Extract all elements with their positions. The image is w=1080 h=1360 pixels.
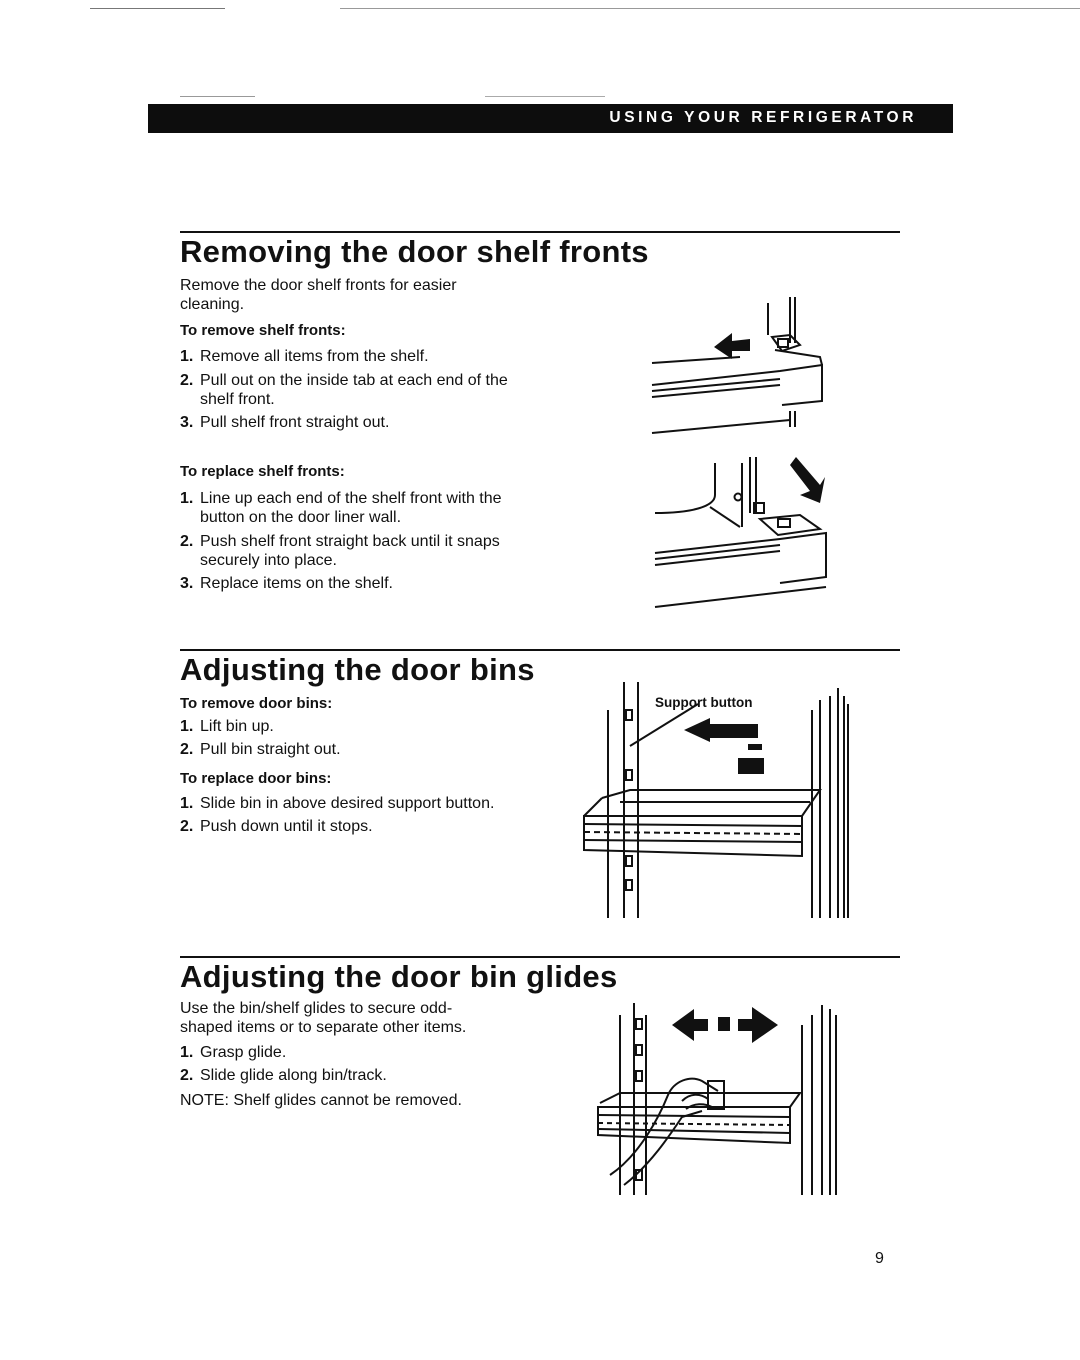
subheading-replace-door-bins: To replace door bins: <box>180 770 332 787</box>
arrow-left-icon <box>714 333 750 359</box>
support-button-callout: Support button <box>655 695 753 710</box>
section-title-removing-shelf-fronts: Removing the door shelf fronts <box>180 234 649 269</box>
section-rule <box>180 649 900 651</box>
subheading-remove-door-bins: To remove door bins: <box>180 695 333 712</box>
scan-artifact-line <box>180 96 255 97</box>
double-arrow-icon <box>672 1009 708 1041</box>
scan-artifact-line <box>90 8 225 9</box>
subheading-replace-shelf-fronts: To replace shelf fronts: <box>180 463 345 480</box>
bin-glide-illustration <box>597 1003 837 1195</box>
scan-artifact-line <box>485 96 605 97</box>
note-text: NOTE: Shelf glides cannot be removed. <box>180 1092 462 1109</box>
section-header-bar: USING YOUR REFRIGERATOR <box>148 104 953 133</box>
section-rule <box>180 956 900 958</box>
subheading-remove-shelf-fronts: To remove shelf fronts: <box>180 322 346 339</box>
header-title: USING YOUR REFRIGERATOR <box>609 109 917 126</box>
section-title-adjusting-bin-glides: Adjusting the door bin glides <box>180 959 618 994</box>
intro-text: Remove the door shelf fronts for easier … <box>180 277 457 313</box>
shelf-front-removal-illustration <box>651 297 823 434</box>
section-rule <box>180 231 900 233</box>
door-bin-illustration <box>583 682 849 918</box>
arrow-left-icon <box>684 718 758 742</box>
section-title-adjusting-door-bins: Adjusting the door bins <box>180 652 535 687</box>
arrow-down-right-icon <box>790 457 825 503</box>
shelf-front-replace-illustration <box>654 457 827 608</box>
page-number: 9 <box>875 1250 884 1267</box>
intro-text: Use the bin/shelf glides to secure odd-s… <box>180 1000 467 1036</box>
scan-artifact-line <box>340 8 1080 9</box>
